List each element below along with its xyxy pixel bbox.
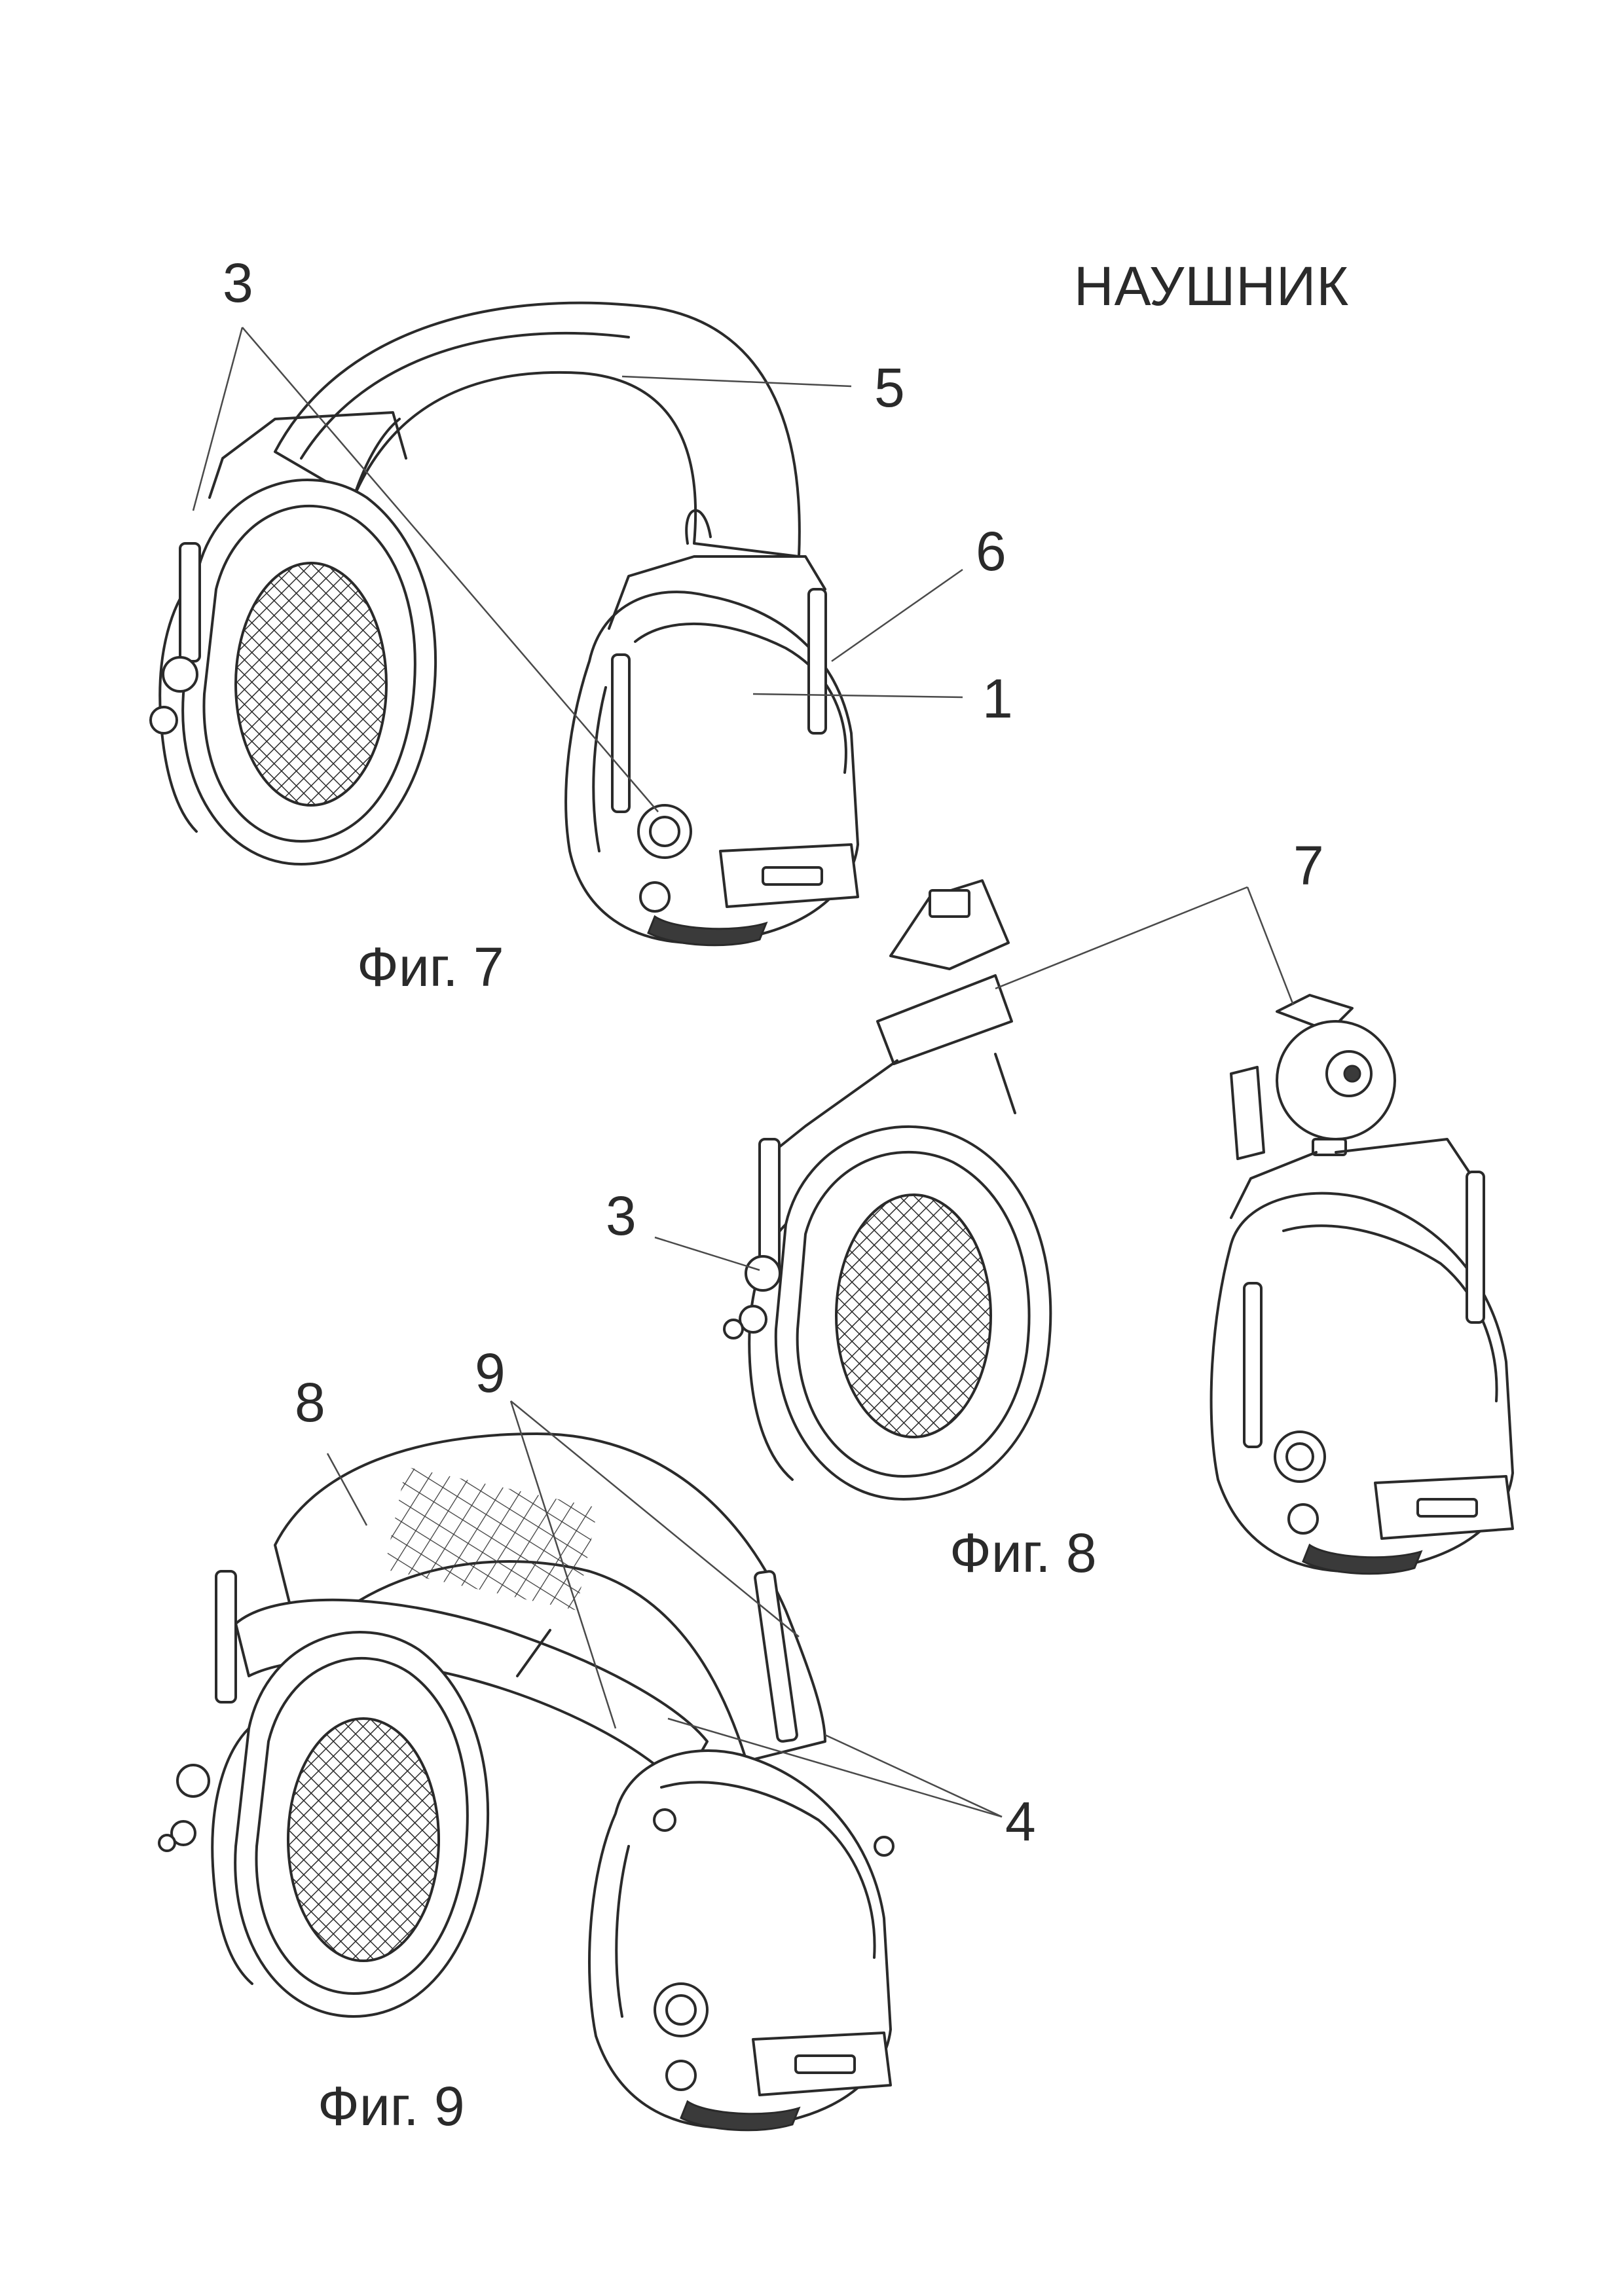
fig8-speaker-mesh — [835, 1194, 992, 1438]
caption-fig-7: Фиг. 7 — [357, 936, 504, 998]
callout-5: 5 — [874, 357, 905, 418]
fig8-left-ear-cup — [723, 879, 1052, 1501]
leader-9b — [510, 1400, 800, 1637]
right-ear-cup-1 — [564, 509, 859, 947]
leader-4a — [667, 1717, 1003, 1818]
leader-3a — [192, 327, 244, 511]
left-ear-cup — [149, 411, 437, 866]
leader-3-fig8 — [654, 1236, 760, 1271]
leader-5 — [621, 375, 852, 388]
drawing-title: НАУШНИК — [1074, 255, 1350, 317]
callout-4: 4 — [1005, 1791, 1036, 1852]
leader-7a — [995, 886, 1248, 990]
leader-8 — [326, 1453, 368, 1526]
callout-7: 7 — [1293, 835, 1324, 896]
callout-1: 1 — [982, 668, 1013, 729]
speaker-mesh — [234, 562, 388, 807]
callout-3-fig8: 3 — [606, 1185, 637, 1247]
callout-6: 6 — [976, 520, 1006, 582]
leader-9a — [509, 1400, 617, 1729]
leader-7b — [1246, 886, 1295, 1006]
fig9-left-ear-cup — [158, 1570, 490, 2018]
caption-fig-9: Фиг. 9 — [318, 2075, 465, 2137]
figure-9-neckband — [158, 1400, 1003, 2132]
leader-3b — [242, 327, 659, 812]
figure-8-helmet-mount — [654, 879, 1514, 1575]
callout-8: 8 — [295, 1372, 325, 1433]
leader-6 — [831, 568, 963, 663]
fig9-right-ear-cup — [588, 1570, 895, 2132]
callout-3-fig7: 3 — [223, 252, 253, 314]
fig9-speaker-mesh — [287, 1717, 440, 1962]
figure-7-headset — [149, 301, 963, 947]
leader-1 — [752, 693, 963, 699]
caption-fig-8: Фиг. 8 — [950, 1522, 1097, 1584]
leader-4b — [824, 1734, 1003, 1818]
callout-9: 9 — [475, 1342, 506, 1404]
fig8-right-ear-cup — [1209, 994, 1514, 1575]
